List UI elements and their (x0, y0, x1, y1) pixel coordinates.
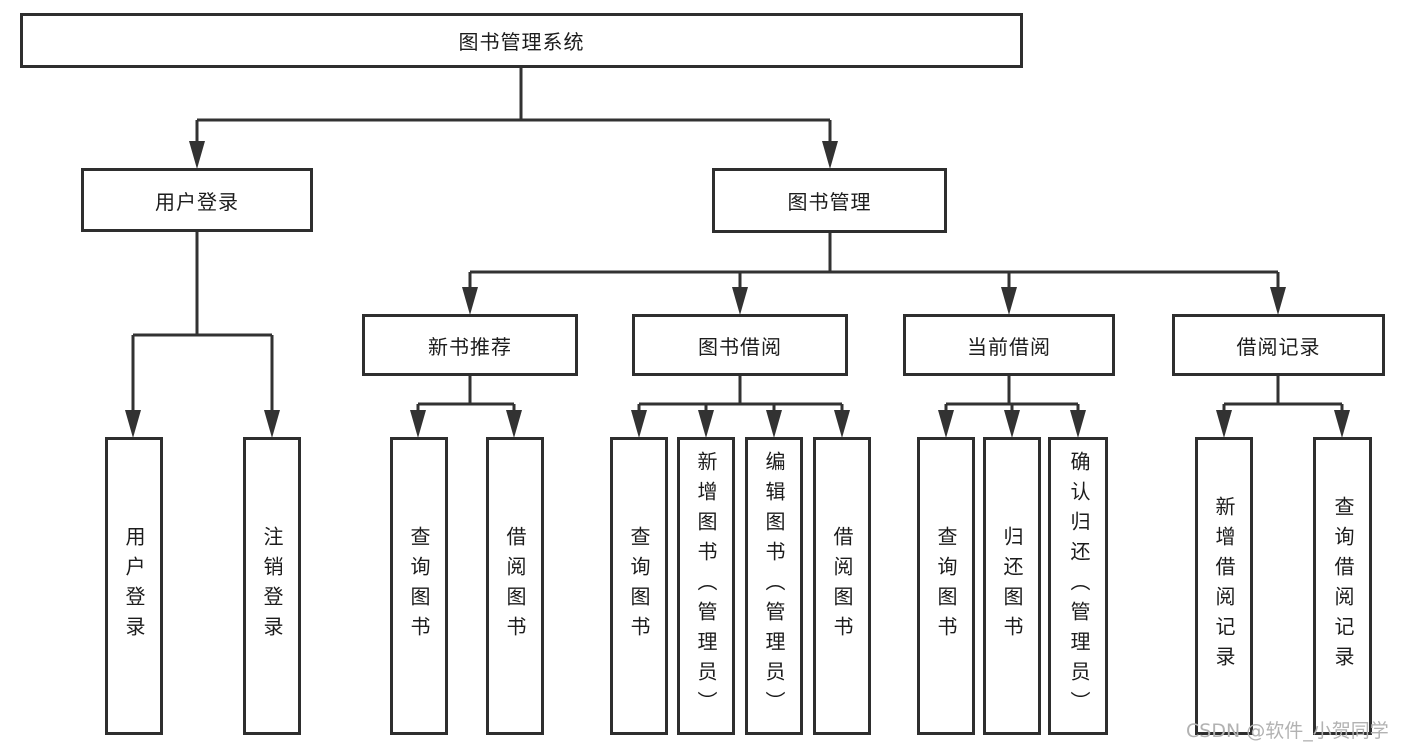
leaf-edit-book-admin: 编辑图书（管理员） (745, 437, 803, 735)
leaf-logout: 注销登录 (243, 437, 301, 735)
connector-path (131, 68, 1344, 412)
node-borrowing-records: 借阅记录 (1172, 314, 1385, 376)
node-new-book-recommend: 新书推荐 (362, 314, 578, 376)
leaf-return-books: 归还图书 (983, 437, 1041, 735)
leaf-query-books-borrowing: 查询图书 (610, 437, 668, 735)
node-user-login: 用户登录 (81, 168, 313, 232)
node-book-borrowing: 图书借阅 (632, 314, 848, 376)
leaf-query-borrow-record: 查询借阅记录 (1313, 437, 1372, 735)
arrowhead-icon (125, 141, 1350, 438)
leaf-query-books-recommend: 查询图书 (390, 437, 448, 735)
leaf-borrow-books-recommend: 借阅图书 (486, 437, 544, 735)
node-book-management: 图书管理 (712, 168, 947, 233)
leaf-add-book-admin: 新增图书（管理员） (677, 437, 735, 735)
leaf-query-books-current: 查询图书 (917, 437, 975, 735)
node-library-system: 图书管理系统 (20, 13, 1023, 68)
leaf-add-borrow-record: 新增借阅记录 (1195, 437, 1253, 735)
leaf-user-login: 用户登录 (105, 437, 163, 735)
leaf-confirm-return-admin: 确认归还（管理员） (1048, 437, 1108, 735)
leaf-borrow-books-borrowing: 借阅图书 (813, 437, 871, 735)
watermark: CSDN @软件_小贺同学 (1186, 720, 1389, 742)
node-current-borrowing: 当前借阅 (903, 314, 1115, 376)
